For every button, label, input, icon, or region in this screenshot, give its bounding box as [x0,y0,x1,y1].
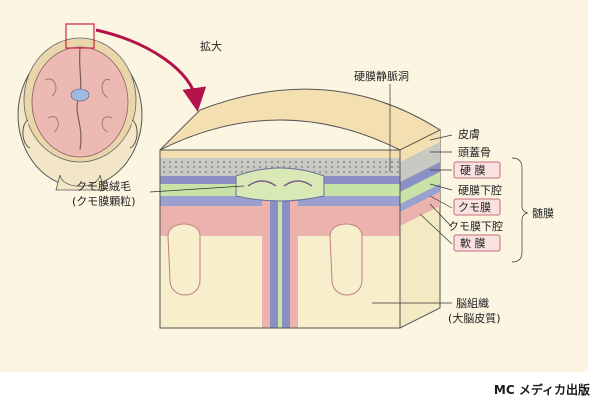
zoom-region-box [65,23,95,49]
block-side-face [399,129,441,329]
zoom-arrow [95,28,207,112]
label-skin: 皮膚 [458,127,480,141]
label-box-dura [453,161,501,179]
label-pia-mater: 軟 膜 [460,236,486,250]
label-arachnoid-granulation: (クモ膜顆粒) [72,194,136,208]
label-subarachnoid-space: クモ膜下腔 [448,219,503,233]
label-dural-sinus: 硬膜静脈洞 [354,69,409,83]
label-dura: 硬 膜 [460,164,486,177]
label-meninges: 髄膜 [532,206,554,220]
block-top-scalp [159,88,442,151]
label-box-pia [453,234,501,252]
label-zoom: 拡大 [200,39,222,53]
publisher-logo: MC メディカ出版 [493,383,590,397]
label-arachnoid: クモ膜 [458,201,491,214]
label-brain-tissue: 脳組織 [456,297,489,310]
label-skull: 頭蓋骨 [458,146,491,159]
head-illustration [17,23,143,191]
label-arachnoid-villi: クモ膜絨毛 [76,180,131,193]
label-cerebral-cortex: (大脳皮質) [448,311,501,325]
block-front-face [160,150,400,328]
label-subdural-space: 硬膜下腔 [458,183,502,197]
leader-lines [149,84,529,304]
label-box-arachnoid [453,198,501,216]
block-front-outline [159,149,401,329]
